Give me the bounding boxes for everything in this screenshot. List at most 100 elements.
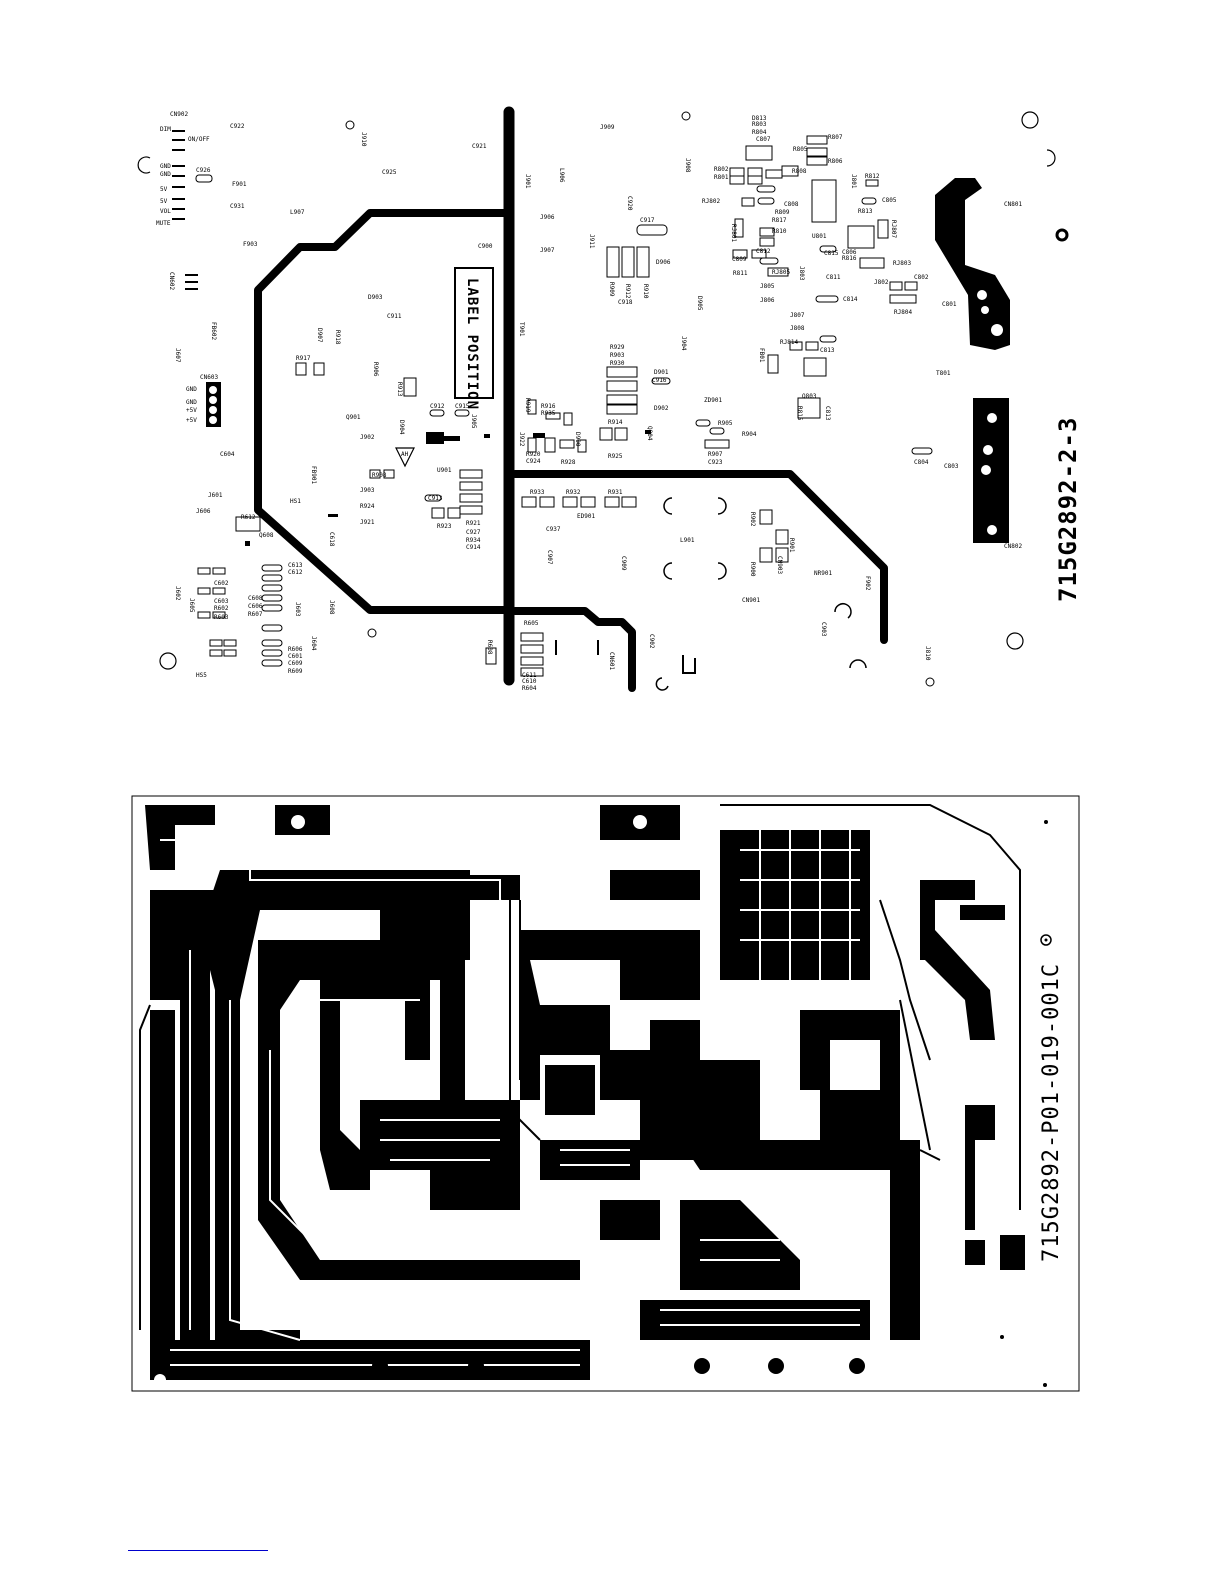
svg-text:R902: R902	[749, 512, 756, 527]
svg-text:C610: C610	[522, 678, 537, 685]
svg-text:R929: R929	[610, 344, 625, 351]
mounting-hole	[159, 652, 177, 670]
svg-text:Q901: Q901	[346, 414, 361, 421]
svg-text:R933: R933	[530, 489, 545, 496]
svg-text:J904: J904	[680, 336, 687, 351]
svg-text:J906: J906	[540, 214, 555, 221]
svg-text:J911: J911	[588, 234, 595, 249]
svg-text:GND: GND	[160, 171, 171, 178]
svg-text:C807: C807	[756, 136, 771, 143]
svg-text:GND: GND	[160, 163, 171, 170]
svg-text:D904: D904	[398, 420, 405, 435]
svg-text:R904: R904	[742, 431, 757, 438]
svg-text:R806: R806	[828, 158, 843, 165]
svg-text:FB602: FB602	[210, 322, 217, 340]
svg-text:C808: C808	[784, 201, 799, 208]
svg-text:CN903: CN903	[776, 556, 783, 574]
svg-text:C802: C802	[914, 274, 929, 281]
svg-text:D901: D901	[654, 369, 669, 376]
svg-text:R609: R609	[288, 668, 303, 675]
svg-text:J803: J803	[798, 266, 805, 281]
pad-hole	[849, 1358, 865, 1374]
svg-text:J608: J608	[328, 600, 335, 615]
svg-text:C812: C812	[756, 248, 771, 255]
svg-text:R912: R912	[624, 284, 631, 299]
svg-text:J604: J604	[310, 636, 317, 651]
svg-text:D900: D900	[574, 432, 581, 447]
svg-text:J607: J607	[174, 348, 181, 363]
svg-text:R801: R801	[714, 174, 729, 181]
svg-text:R802: R802	[714, 166, 729, 173]
svg-text:R910: R910	[642, 284, 649, 299]
svg-text:C931: C931	[230, 203, 245, 210]
svg-text:J921: J921	[360, 519, 375, 526]
connector-cn603	[206, 382, 221, 427]
label-position-text: LABEL POSITION	[464, 278, 480, 410]
pad-hole	[372, 1358, 388, 1374]
svg-text:R607: R607	[248, 611, 263, 618]
svg-text:R816: R816	[842, 255, 857, 262]
svg-text:CN802: CN802	[1004, 543, 1022, 550]
svg-text:R931: R931	[608, 489, 623, 496]
svg-text:C608: C608	[248, 595, 263, 602]
svg-text:C903: C903	[820, 622, 827, 637]
svg-text:C804: C804	[914, 459, 929, 466]
svg-text:C811: C811	[826, 274, 841, 281]
svg-text:C902: C902	[648, 634, 655, 649]
svg-text:T801: T801	[936, 370, 951, 377]
svg-text:R903: R903	[610, 352, 625, 359]
pad-hole	[1040, 934, 1052, 946]
svg-text:D903: D903	[368, 294, 383, 301]
isolation-line-right	[511, 470, 888, 644]
svg-text:R608: R608	[486, 640, 493, 655]
svg-text:R807: R807	[828, 134, 843, 141]
svg-text:C613: C613	[288, 562, 303, 569]
svg-text:C925: C925	[382, 169, 397, 176]
top-board: AH 715G2892-2-3 LABEL POSITION	[137, 106, 1082, 692]
svg-text:L907: L907	[290, 209, 305, 216]
pad-hole	[468, 1358, 484, 1374]
svg-text:J907: J907	[540, 247, 555, 254]
svg-text:C809: C809	[732, 256, 747, 263]
svg-text:RJ805: RJ805	[772, 269, 790, 276]
svg-text:R901: R901	[788, 538, 795, 553]
top-part-number: 715G2892-2-3	[1054, 417, 1082, 602]
screw-icon	[925, 677, 935, 687]
footer-rule	[128, 1550, 268, 1551]
svg-text:RJ801: RJ801	[730, 224, 737, 242]
svg-text:R606: R606	[288, 646, 303, 653]
svg-text:R920: R920	[526, 451, 541, 458]
svg-text:R932: R932	[566, 489, 581, 496]
svg-text:C606: C606	[248, 603, 263, 610]
svg-text:J922: J922	[518, 432, 525, 447]
svg-text:C900: C900	[478, 243, 493, 250]
svg-text:J605: J605	[188, 598, 195, 613]
svg-text:C611: C611	[522, 672, 537, 679]
screw-icon	[681, 111, 691, 121]
svg-text:J810: J810	[924, 646, 931, 661]
svg-text:5V: 5V	[160, 198, 168, 205]
svg-text:R602: R602	[214, 605, 229, 612]
svg-text:J802: J802	[874, 279, 889, 286]
svg-text:C601: C601	[288, 653, 303, 660]
svg-text:U901: U901	[437, 467, 452, 474]
svg-text:C912: C912	[430, 403, 445, 410]
svg-text:C909: C909	[620, 556, 627, 571]
svg-text:J807: J807	[790, 312, 805, 319]
svg-text:R914: R914	[608, 419, 623, 426]
svg-text:RJ802: RJ802	[702, 198, 720, 205]
svg-text:R905: R905	[718, 420, 733, 427]
svg-text:ZD901: ZD901	[704, 397, 722, 404]
svg-text:C806: C806	[842, 249, 857, 256]
svg-text:CN801: CN801	[1004, 201, 1022, 208]
svg-text:R925: R925	[608, 453, 623, 460]
svg-text:J903: J903	[360, 487, 375, 494]
svg-text:R928: R928	[561, 459, 576, 466]
svg-text:FB901: FB901	[310, 466, 317, 484]
svg-text:CN901: CN901	[742, 597, 760, 604]
isolation-line-primary	[254, 209, 505, 614]
svg-text:J606: J606	[196, 508, 211, 515]
svg-text:VOL: VOL	[160, 208, 171, 215]
svg-text:C911: C911	[387, 313, 402, 320]
